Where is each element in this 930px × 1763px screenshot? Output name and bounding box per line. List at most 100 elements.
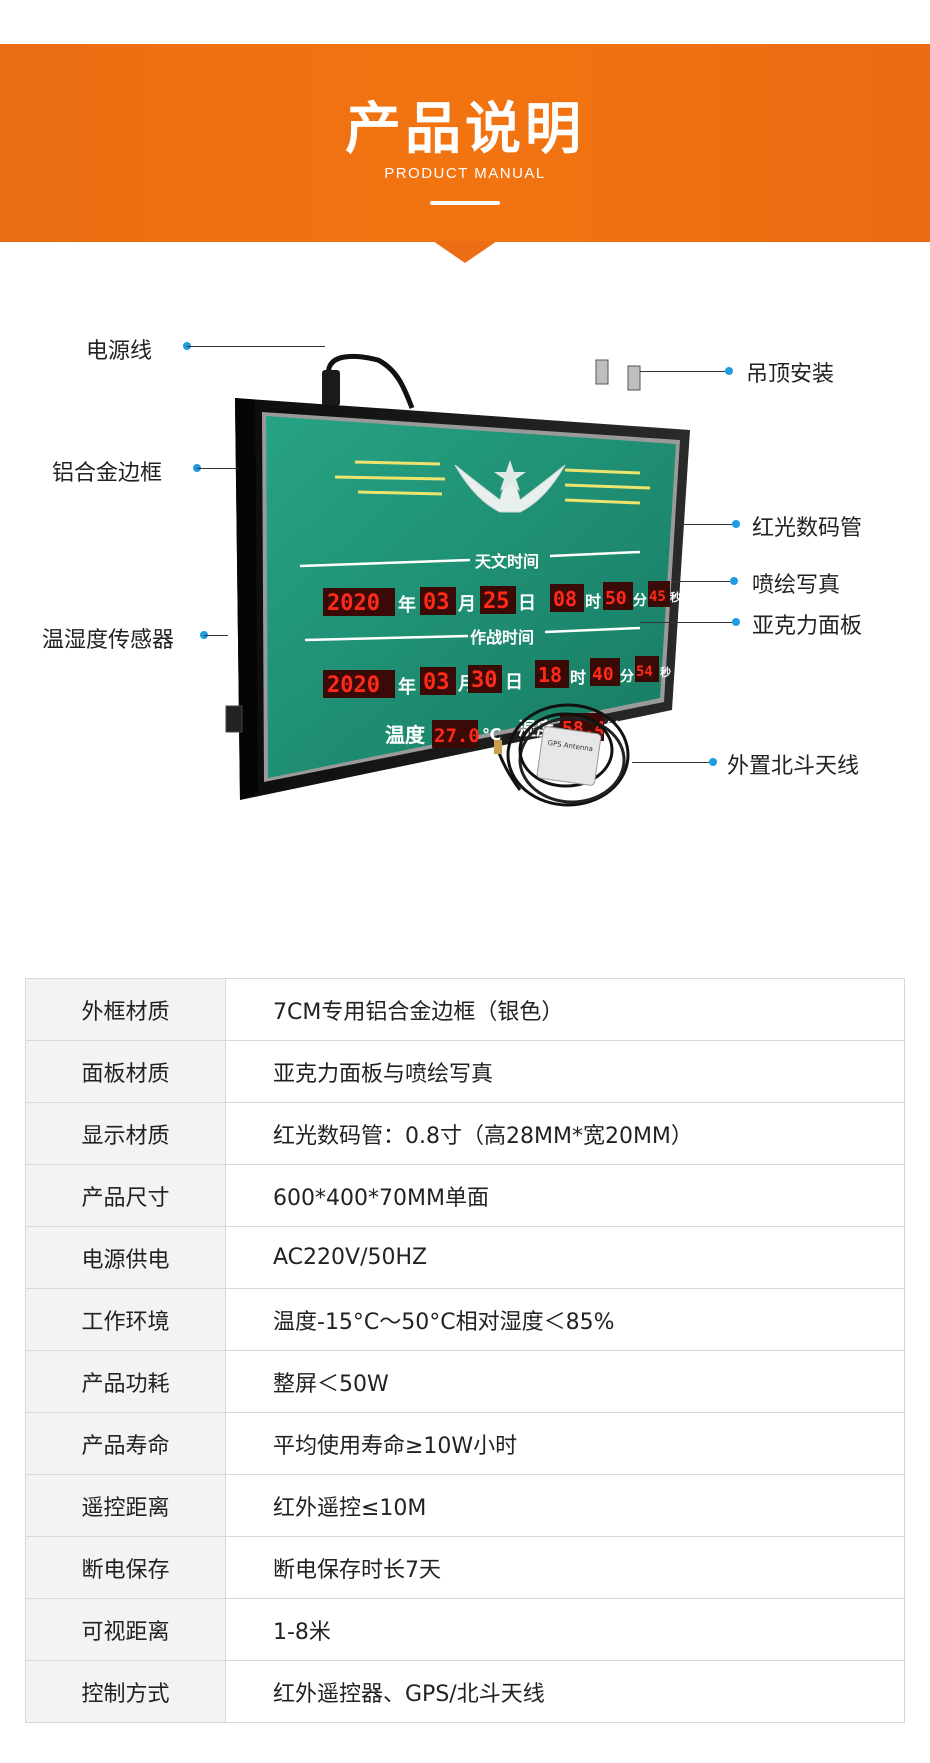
unit-year-2: 年	[398, 676, 416, 698]
callout-line	[187, 346, 325, 347]
header-banner	[0, 44, 930, 242]
temp-unit: ℃	[482, 725, 501, 744]
spec-value: 亚克力面板与喷绘写真	[225, 1040, 905, 1103]
spec-key: 电源供电	[25, 1226, 226, 1289]
spec-key: 显示材质	[25, 1102, 226, 1165]
spec-key: 断电保存	[25, 1536, 226, 1599]
spec-row: 遥控距离红外遥控≤10M	[25, 1474, 905, 1537]
frame-side	[235, 398, 258, 800]
led-battle-day: 30	[471, 668, 498, 693]
unit-hour-2: 时	[570, 668, 586, 687]
spec-key: 产品寿命	[25, 1412, 226, 1475]
led-astro-month-bg	[420, 587, 456, 615]
unit-year-1: 年	[398, 594, 416, 616]
callout-power-cord: 电源线	[86, 339, 153, 364]
spec-value: 整屏＜50W	[225, 1350, 905, 1413]
callout-line	[204, 635, 228, 636]
led-battle-hour-bg	[535, 660, 569, 688]
unit-hour-1: 时	[585, 592, 601, 611]
led-battle-month-bg	[420, 667, 456, 695]
spec-value: 600*400*70MM单面	[225, 1164, 905, 1227]
callout-dot	[732, 520, 740, 528]
led-astro-minute: 50	[605, 588, 627, 609]
spec-row: 产品功耗整屏＜50W	[25, 1350, 905, 1413]
spec-row: 工作环境温度-15°C～50°C相对湿度＜85%	[25, 1288, 905, 1351]
unit-month-1: 月	[457, 594, 476, 615]
callout-dot	[730, 577, 738, 585]
callout-aluminum-frame: 铝合金边框	[52, 461, 163, 486]
spec-value: 温度-15°C～50°C相对湿度＜85%	[225, 1288, 905, 1351]
spec-value: 红光数码管：0.8寸（高28MM*宽20MM）	[225, 1102, 905, 1165]
led-battle-year-bg	[323, 670, 395, 698]
callout-line	[640, 371, 725, 372]
spec-key: 遥控距离	[25, 1474, 226, 1537]
power-plug	[322, 370, 340, 406]
unit-second-2: 秒	[660, 665, 671, 679]
temp-humidity-sensor	[225, 705, 243, 733]
spec-key: 控制方式	[25, 1660, 226, 1723]
spec-value: 7CM专用铝合金边框（银色）	[225, 978, 905, 1041]
spec-key: 外框材质	[25, 978, 226, 1041]
section-battle-time: 作战时间	[470, 628, 534, 647]
unit-day-2: 日	[505, 672, 523, 693]
led-astro-day: 25	[483, 589, 510, 614]
led-astro-month: 03	[423, 590, 450, 615]
led-astro-second: 45	[649, 589, 666, 605]
led-temp-value: 27.0	[434, 725, 480, 747]
section-astro-time: 天文时间	[475, 552, 539, 571]
ceiling-hook-left	[595, 359, 609, 385]
led-battle-second-bg	[635, 656, 659, 682]
led-astro-minute-bg	[603, 582, 633, 610]
callout-temp-humidity-sensor: 温湿度传感器	[42, 628, 175, 653]
spec-key: 面板材质	[25, 1040, 226, 1103]
power-cord	[325, 353, 415, 409]
product-diagram: 天文时间 作战时间 2020 年 03 月 25 日 08 时 50 分 45 …	[0, 330, 930, 930]
led-astro-second-bg	[648, 581, 670, 607]
spec-value: 1-8米	[225, 1598, 905, 1661]
led-battle-minute: 40	[592, 664, 614, 685]
led-battle-second: 54	[636, 664, 653, 680]
callout-line	[676, 524, 732, 525]
led-battle-month: 03	[423, 670, 450, 695]
beidou-antenna: GPS Antenna	[494, 703, 630, 807]
callout-dot	[725, 367, 733, 375]
spec-row: 产品寿命平均使用寿命≥10W小时	[25, 1412, 905, 1475]
callout-line	[640, 622, 732, 623]
led-battle-day-bg	[468, 665, 502, 693]
callout-inkjet-photo: 喷绘写真	[752, 573, 841, 598]
callout-line	[672, 581, 730, 582]
spec-key: 工作环境	[25, 1288, 226, 1351]
spec-key: 可视距离	[25, 1598, 226, 1661]
spec-value: 红外遥控器、GPS/北斗天线	[225, 1660, 905, 1723]
device-illustration: 天文时间 作战时间 2020 年 03 月 25 日 08 时 50 分 45 …	[225, 353, 690, 807]
callout-line	[632, 762, 709, 763]
spec-row: 断电保存断电保存时长7天	[25, 1536, 905, 1599]
spec-row: 控制方式红外遥控器、GPS/北斗天线	[25, 1660, 905, 1723]
led-astro-hour: 08	[553, 587, 577, 611]
spec-row: 显示材质红光数码管：0.8寸（高28MM*宽20MM）	[25, 1102, 905, 1165]
spec-row: 面板材质亚克力面板与喷绘写真	[25, 1040, 905, 1103]
unit-second-1: 秒	[670, 590, 681, 604]
callout-line	[197, 468, 237, 469]
ceiling-hook-right	[627, 365, 641, 391]
led-battle-year: 2020	[327, 673, 380, 698]
callout-red-led: 红光数码管	[752, 516, 863, 541]
emblem-stripes	[334, 460, 651, 505]
led-battle-hour: 18	[538, 663, 562, 687]
led-astro-day-bg	[480, 586, 516, 614]
temp-label: 温度	[385, 723, 426, 747]
title-underline	[430, 201, 500, 205]
unit-minute-1: 分	[633, 593, 647, 609]
emblem-icon	[454, 464, 566, 513]
unit-day-1: 日	[518, 593, 536, 614]
page-title: 产品说明	[345, 97, 585, 162]
callout-beidou-antenna: 外置北斗天线	[727, 754, 860, 779]
led-astro-year-bg	[323, 588, 395, 616]
led-temp-bg	[432, 720, 478, 748]
spec-value: 红外遥控≤10M	[225, 1474, 905, 1537]
spec-value: 平均使用寿命≥10W小时	[225, 1412, 905, 1475]
